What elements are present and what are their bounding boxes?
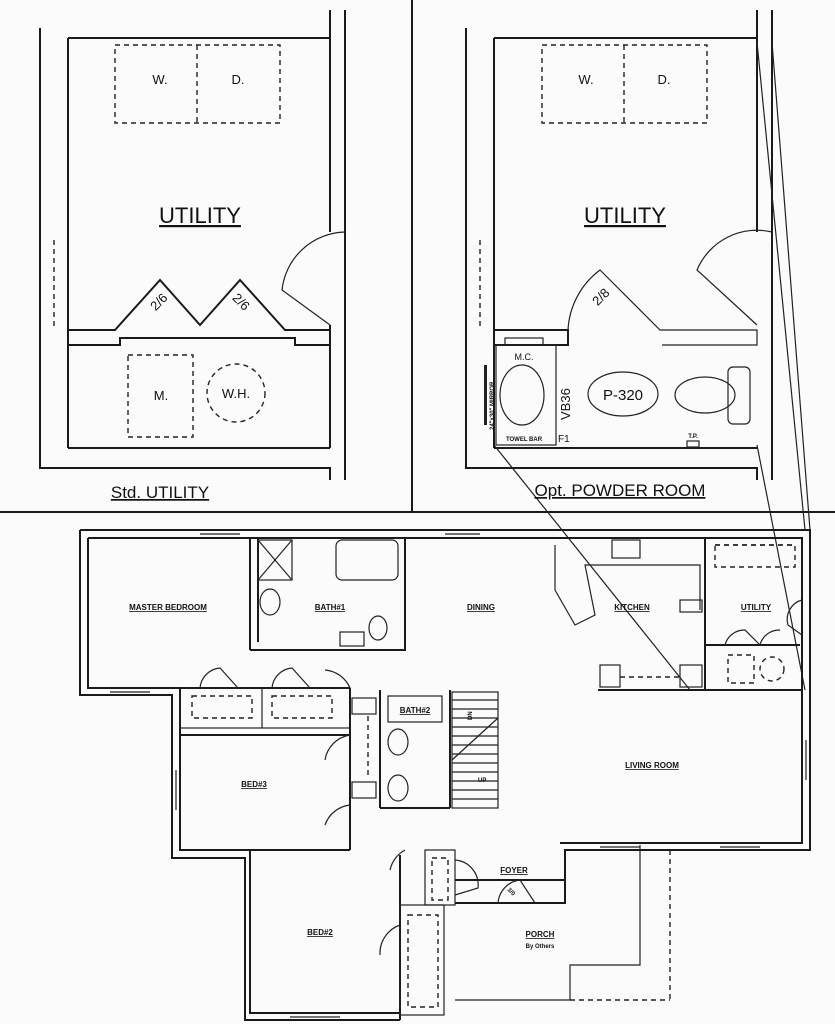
std-utility-plan — [39, 10, 346, 480]
washer-label: W. — [578, 72, 593, 87]
door-size-label: 3/0 — [506, 887, 517, 898]
room-label-foyer: FOYER — [500, 866, 528, 875]
std-utility-caption: Std. UTILITY — [111, 483, 209, 502]
room-label-bed3: BED#3 — [241, 780, 267, 789]
room-label-living-room: LIVING ROOM — [625, 761, 679, 770]
room-label-master-bedroom: MASTER BEDROOM — [129, 603, 207, 612]
room-label-bath1: BATH#1 — [315, 603, 346, 612]
door-size-label: 2/6 — [147, 290, 170, 313]
opt-powder-caption: Opt. POWDER ROOM — [535, 481, 706, 500]
stairs-up-label: UP — [478, 778, 486, 784]
opt-powder-plan — [465, 10, 811, 691]
dryer-label: D. — [232, 72, 245, 87]
room-label-utility: UTILITY — [159, 203, 241, 228]
water-heater-label: W.H. — [222, 386, 250, 401]
dryer-label: D. — [658, 72, 671, 87]
porch-note: By Others — [526, 944, 555, 950]
room-label-dining: DINING — [467, 603, 495, 612]
toilet-paper-label: T.P. — [688, 434, 698, 440]
room-label-bed2: BED#2 — [307, 928, 333, 937]
room-label-utility: UTILITY — [741, 603, 772, 612]
washer-label: W. — [152, 72, 167, 87]
f1-label: F1 — [558, 434, 570, 445]
door-size-label: 2/6 — [229, 290, 252, 313]
fixture-label: P-320 — [603, 387, 643, 404]
towel-bar-label: TOWEL BAR — [506, 437, 543, 443]
stairs — [452, 699, 498, 800]
room-label-porch: PORCH — [526, 930, 555, 939]
m-label: M. — [154, 388, 168, 403]
vanity-label: VB36 — [558, 388, 573, 420]
room-label-bath2: BATH#2 — [400, 706, 431, 715]
door-size-label: 2/8 — [589, 285, 612, 308]
mirror-label: 24"x30" MIRROR — [490, 381, 496, 430]
main-floor-plan — [79, 529, 811, 1021]
medicine-cabinet-label: M.C. — [515, 352, 534, 362]
stairs-down-label: DN — [468, 711, 474, 720]
room-label-kitchen: KITCHEN — [614, 603, 650, 612]
room-label-utility: UTILITY — [584, 203, 666, 228]
